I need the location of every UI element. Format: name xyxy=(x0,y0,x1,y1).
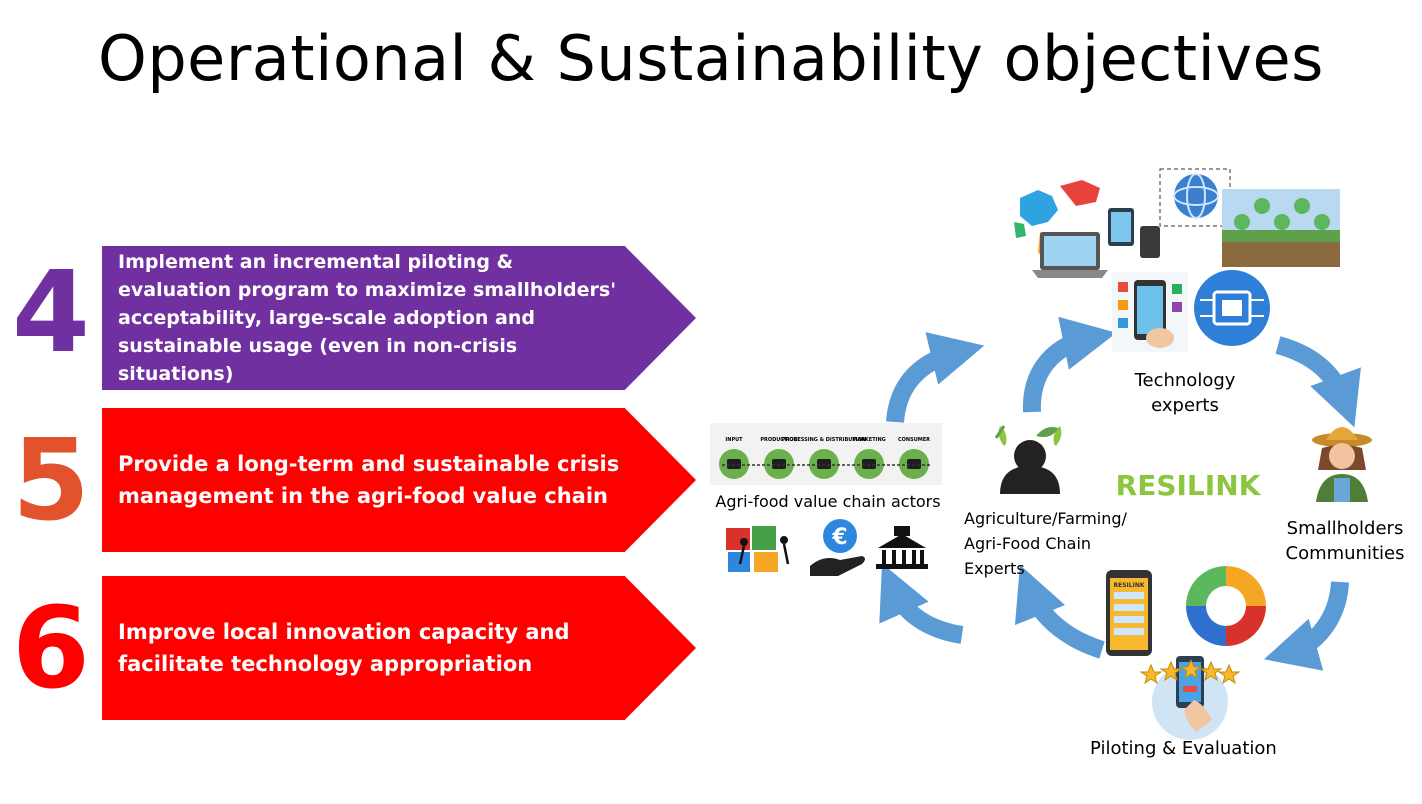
value-chain-step-glyph xyxy=(862,459,876,469)
arrow-agri-to-tech xyxy=(1022,316,1117,413)
smart-farm-photo xyxy=(1222,189,1340,267)
rating-stars xyxy=(1139,658,1241,685)
phone-brand-label: RESILINK xyxy=(1114,582,1145,589)
value-chain-step-glyph xyxy=(907,459,921,469)
objective-6-number: 6 xyxy=(12,584,90,714)
arrow-piloting-to-agri xyxy=(1014,564,1105,659)
value-chain-step-label: INPUT xyxy=(725,437,743,443)
objective-5-number: 5 xyxy=(12,416,90,546)
puzzle-people-icon xyxy=(726,526,790,572)
agri-expert-icon xyxy=(994,425,1062,494)
value-chain-step-glyph xyxy=(727,459,741,469)
objective-5-text: Provide a long-term and sustainable cris… xyxy=(118,452,620,508)
objective-6-banner: Improve local innovation capacity and fa… xyxy=(102,576,696,720)
objective-5-banner: Provide a long-term and sustainable cris… xyxy=(102,408,696,552)
platform-pie-icon xyxy=(1186,566,1266,646)
technology-experts-label: Technology experts xyxy=(1134,370,1236,416)
arrow-smallholders-to-piloting xyxy=(1264,581,1349,671)
farmer-icon xyxy=(1312,427,1372,502)
objective-4-number: 4 xyxy=(12,248,90,378)
euro-symbol: € xyxy=(831,525,847,550)
laptop-icon xyxy=(1032,232,1108,278)
agri-experts-label: Agriculture/Farming/ Agri-Food Chain Exp… xyxy=(964,509,1127,578)
arrow-piloting-to-valuechain xyxy=(879,563,964,644)
page-title: Operational & Sustainability objectives xyxy=(98,22,1324,95)
value-chain-actors-label: Agri-food value chain actors xyxy=(715,492,941,511)
globe-icon xyxy=(1174,174,1218,218)
smallholders-label: Smallholders Communities xyxy=(1285,518,1405,564)
resilink-center-label: RESILINK xyxy=(1116,469,1262,502)
objective-4-text: Implement an incremental piloting & eval… xyxy=(118,251,617,385)
resilink-phone-icon xyxy=(1106,570,1152,656)
euro-hand-icon xyxy=(810,519,865,576)
objective-4-banner: Implement an incremental piloting & eval… xyxy=(102,246,696,390)
technology-collage xyxy=(1014,168,1340,352)
value-chain-step-label: PRODUCTION xyxy=(760,437,797,443)
value-chain-step-label: CONSUMER xyxy=(898,437,930,443)
value-chain-step-label: PROCESSING & DISTRIBUTION xyxy=(782,437,866,443)
value-chain-step-glyph xyxy=(817,459,831,469)
piloting-evaluation-label: Piloting & Evaluation xyxy=(1090,738,1277,759)
rating-phone-icon xyxy=(1152,656,1228,740)
institution-icon xyxy=(876,526,928,569)
arrow-tech-to-smallholders xyxy=(1275,336,1361,428)
chip-icon xyxy=(1194,270,1270,346)
objective-6-text: Improve local innovation capacity and fa… xyxy=(118,620,570,676)
smartphone-apps-image xyxy=(1112,272,1188,352)
value-chain-step-glyph xyxy=(772,459,786,469)
value-chain-step-label: MARKETING xyxy=(852,437,886,443)
arrow-valuechain-to-tech xyxy=(886,332,985,424)
